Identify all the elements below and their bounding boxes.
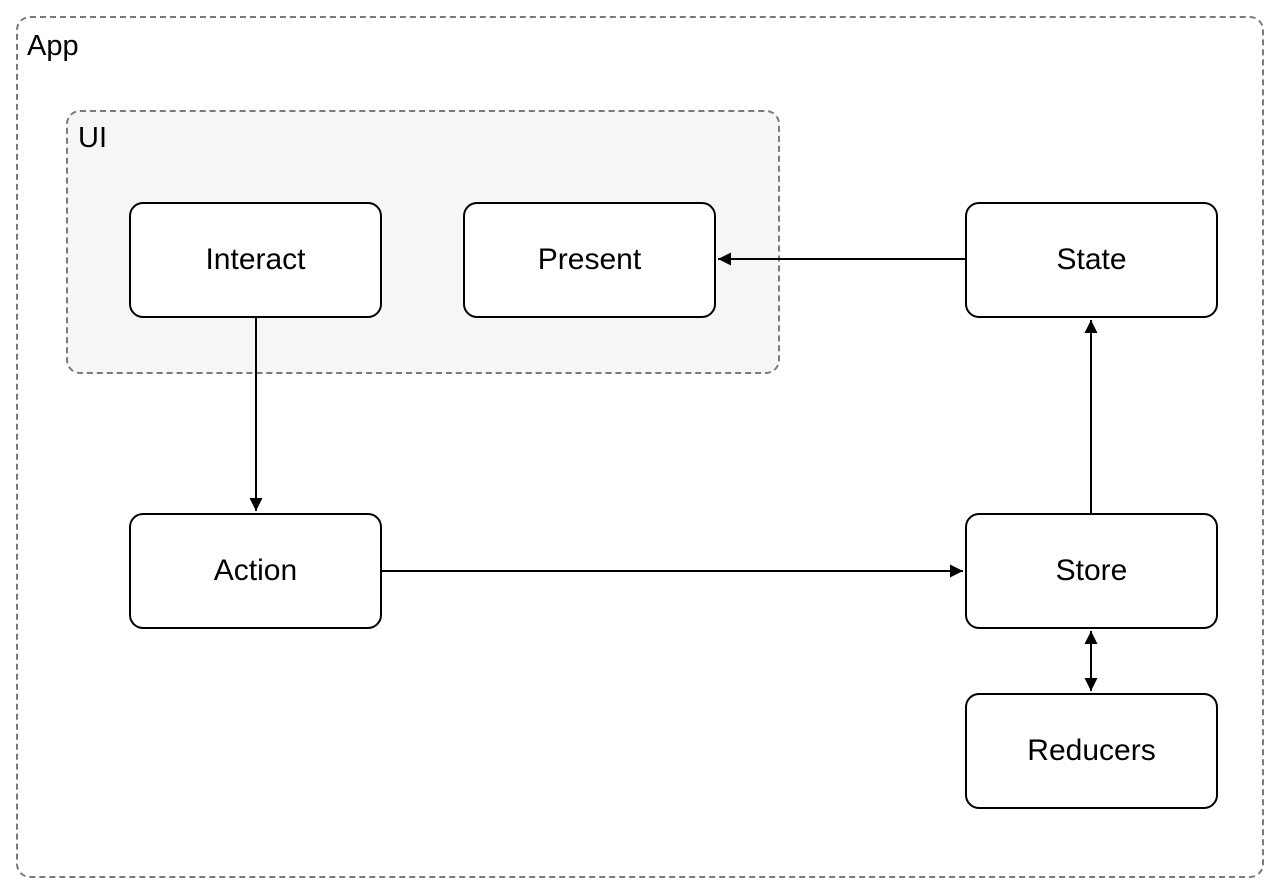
app-container-label: App: [27, 30, 79, 62]
node-reducers[interactable]: Reducers: [965, 693, 1218, 809]
node-store-label: Store: [1055, 554, 1128, 587]
node-present[interactable]: Present: [463, 202, 716, 318]
node-interact-label: Interact: [205, 243, 306, 276]
node-store[interactable]: Store: [965, 513, 1218, 629]
node-reducers-label: Reducers: [1027, 734, 1156, 767]
node-action-label: Action: [213, 554, 298, 587]
node-present-label: Present: [537, 243, 642, 276]
node-interact[interactable]: Interact: [129, 202, 382, 318]
node-action[interactable]: Action: [129, 513, 382, 629]
ui-container-label: UI: [78, 122, 107, 154]
node-state-label: State: [1056, 243, 1127, 276]
node-state[interactable]: State: [965, 202, 1218, 318]
